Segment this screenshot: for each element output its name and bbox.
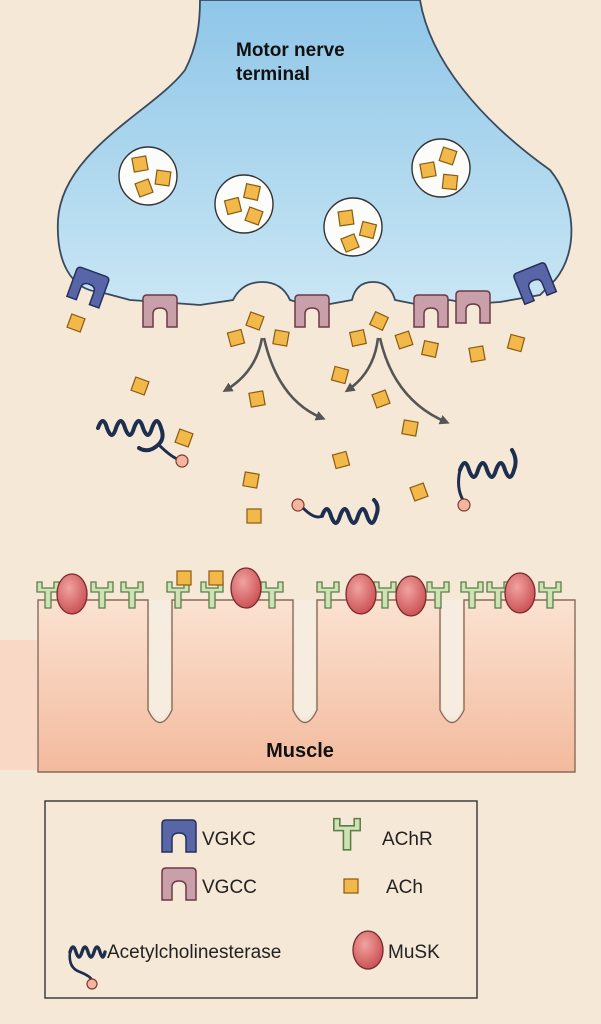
postsynaptic-receptors: [36, 567, 562, 617]
synaptic-vesicle: [118, 146, 178, 206]
nerve-label-line1: Motor nerve: [236, 40, 345, 61]
ach-molecules: [66, 311, 526, 524]
legend-vgkc-icon: [161, 819, 197, 853]
vgcc-channel-icon: [294, 294, 330, 328]
legend-vgcc-label: VGCC: [202, 877, 257, 898]
legend-achr-label: AChR: [382, 829, 433, 850]
muscle-label: Muscle: [266, 740, 334, 762]
legend-musk-icon: [352, 930, 384, 970]
vgcc-channel-icon: [455, 290, 491, 324]
legend-ach-label: ACh: [386, 877, 423, 898]
legend-acetylcholinesterase-label: Acetylcholinesterase: [107, 942, 281, 963]
acetylcholinesterase-enzyme: [457, 448, 518, 512]
nerve-terminal-body: [56, 0, 573, 306]
legend-vgcc-icon: [161, 867, 197, 901]
acetylcholinesterase-enzyme: [291, 498, 380, 525]
legend: VGKC AChR VGCC ACh Acetylcholinesterase …: [44, 800, 478, 999]
legend-musk-label: MuSK: [388, 942, 440, 963]
synaptic-vesicle: [323, 197, 383, 257]
motor-nerve-terminal: [56, 0, 573, 306]
vgcc-channel-icon: [413, 294, 449, 328]
acetylcholinesterase-enzyme: [96, 419, 189, 468]
legend-vgkc-label: VGKC: [202, 829, 256, 850]
legend-ach-icon: [343, 878, 359, 894]
synaptic-vesicle: [411, 138, 471, 198]
legend-box: [44, 800, 478, 999]
release-arrows: [222, 337, 450, 425]
synaptic-vesicle: [214, 174, 274, 234]
muscle-membrane: [37, 599, 576, 773]
legend-achr-icon: [333, 817, 361, 851]
muscle-fiber: [0, 599, 576, 773]
vgcc-channel-icon: [142, 294, 178, 328]
legend-acetylcholinesterase-icon: [68, 945, 107, 990]
nerve-label-line2: terminal: [236, 64, 310, 85]
